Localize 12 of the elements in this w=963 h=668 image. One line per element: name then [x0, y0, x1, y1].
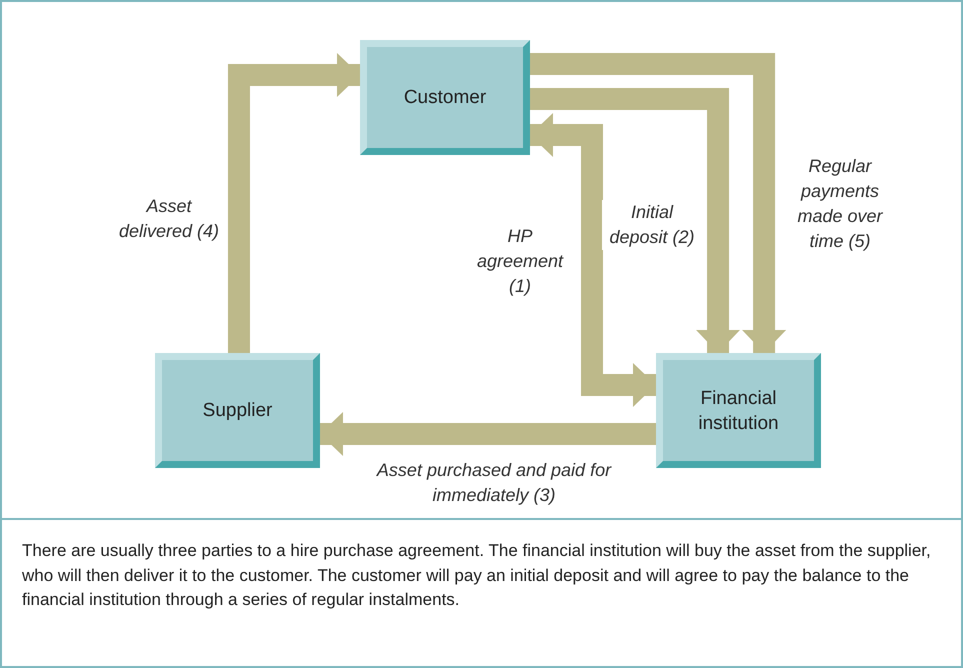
arrow [320, 412, 656, 456]
entity-name: Financial institution [697, 386, 780, 436]
entity-box [656, 353, 821, 468]
entity-name: Customer [404, 86, 486, 110]
entity-name: Supplier [202, 399, 272, 423]
arrow [530, 113, 656, 407]
arrow [530, 53, 786, 353]
arrow [228, 52, 360, 353]
arrow [530, 88, 740, 353]
caption: There are usually three parties to a hire purchase agreement. The financial institution will buy the asset from the supplier, who will then deliver it to the customer. The customer will pay an initial deposit and will agree to pay the balance to the financial institution through a series of regular instalments. [22, 540, 932, 611]
entity-box [155, 353, 320, 468]
entity-box [360, 40, 530, 155]
